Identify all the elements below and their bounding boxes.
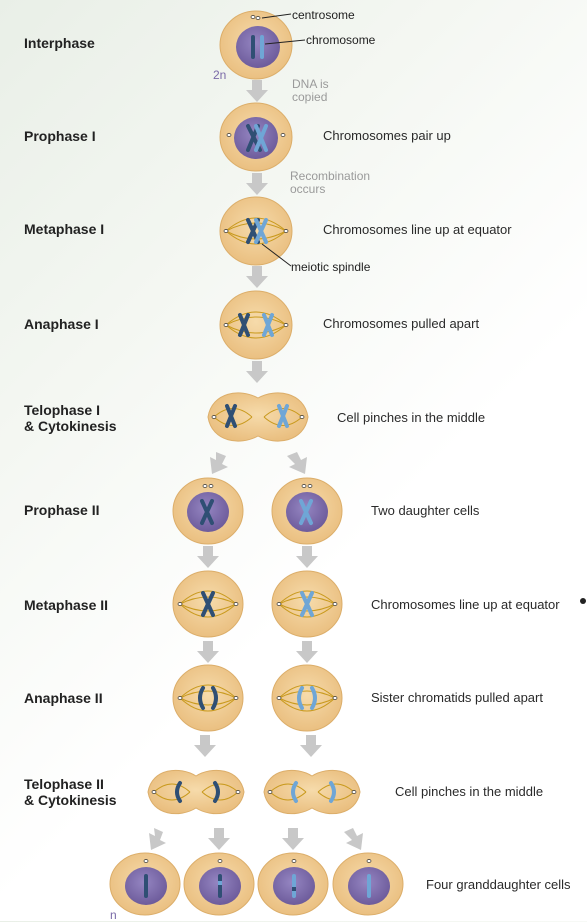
- stage-label-anaphase-2: Anaphase II: [24, 690, 103, 706]
- stage-label-prophase-2: Prophase II: [24, 502, 100, 518]
- arrow-metaphase2-anaphase2-right: [296, 641, 318, 663]
- stage-desc-telophase-2: Cell pinches in the middle: [395, 784, 544, 799]
- cell-metaphase-2-left: [172, 570, 244, 638]
- cell-telophase-1: [207, 392, 309, 442]
- callout-meiotic-spindle: meiotic spindle: [291, 260, 371, 274]
- stage-desc-prophase-2: Two daughter cells: [371, 503, 480, 518]
- arrow-telophase1-right: [287, 452, 307, 474]
- arrow-prophase2-metaphase2-right: [296, 546, 318, 568]
- arrow-split-2: [208, 828, 230, 850]
- arrow-anaphase1-telophase1: [246, 361, 268, 383]
- stage-label-prophase-1: Prophase I: [24, 128, 96, 144]
- stage-label-telophase-1: Telophase I & Cytokinesis: [24, 402, 117, 434]
- arrow-prophase2-metaphase2-left: [197, 546, 219, 568]
- arrow-metaphase2-anaphase2-left: [197, 641, 219, 663]
- stage-desc-metaphase-2: Chromosomes line up at equator: [371, 597, 560, 612]
- cell-metaphase-2-right: [271, 570, 343, 638]
- arrow-anaphase2-telophase2-right: [300, 735, 322, 757]
- bullet-dot: [580, 598, 586, 604]
- ploidy-n: n: [110, 908, 117, 922]
- note-recombination: Recombination occurs: [290, 169, 371, 196]
- stage-label-anaphase-1: Anaphase I: [24, 316, 99, 332]
- arrow-split-4: [344, 828, 363, 850]
- centrosome-marks: [250, 15, 261, 20]
- arrow-metaphase1-anaphase1: [246, 266, 268, 288]
- arrow-interphase-prophase1: [246, 80, 268, 102]
- stage-desc-anaphase-2: Sister chromatids pulled apart: [371, 690, 543, 705]
- stage-desc-prophase-1: Chromosomes pair up: [323, 128, 451, 143]
- chromosome-leader: [264, 39, 306, 45]
- cell-anaphase-2-right: [271, 664, 343, 732]
- stage-label-telophase-2: Telophase II & Cytokinesis: [24, 776, 117, 808]
- stage-desc-granddaughter: Four granddaughter cells: [426, 877, 571, 892]
- cell-granddaughter-2: [183, 852, 255, 916]
- cell-interphase: [219, 10, 306, 80]
- stage-desc-anaphase-1: Chromosomes pulled apart: [323, 316, 480, 331]
- cell-anaphase-1: [219, 290, 293, 360]
- cell-granddaughter-3: [257, 852, 329, 916]
- stage-label-metaphase-1: Metaphase I: [24, 221, 105, 237]
- stage-desc-metaphase-1: Chromosomes line up at equator: [323, 222, 512, 237]
- cell-telophase-2-left: [147, 769, 245, 815]
- arrow-split-1: [149, 828, 166, 850]
- stage-desc-telophase-1: Cell pinches in the middle: [337, 410, 486, 425]
- callout-centrosome: centrosome: [292, 8, 355, 22]
- stage-label-metaphase-2: Metaphase II: [24, 597, 109, 613]
- callout-chromosome: chromosome: [306, 33, 376, 47]
- stage-label-interphase: Interphase: [24, 35, 95, 51]
- cell-prophase-2-left: [172, 477, 244, 545]
- centrosome-leader: [261, 13, 292, 19]
- arrow-split-3: [282, 828, 304, 850]
- ploidy-2n: 2n: [213, 68, 227, 82]
- cell-telophase-2-right: [263, 769, 361, 815]
- cell-anaphase-2-left: [172, 664, 244, 732]
- cell-granddaughter-1: [109, 852, 181, 916]
- arrow-anaphase2-telophase2-left: [194, 735, 216, 757]
- spindle-leader: [261, 243, 292, 267]
- arrow-prophase1-metaphase1: [246, 173, 268, 195]
- cell-granddaughter-4: [332, 852, 404, 916]
- arrow-telophase1-left: [210, 452, 228, 474]
- cell-metaphase-1: [219, 196, 293, 267]
- note-dna-copied: DNA is copied: [292, 77, 329, 104]
- flow-arrows: [149, 80, 363, 850]
- cell-prophase-1: [219, 102, 293, 172]
- cell-prophase-2-right: [271, 477, 343, 545]
